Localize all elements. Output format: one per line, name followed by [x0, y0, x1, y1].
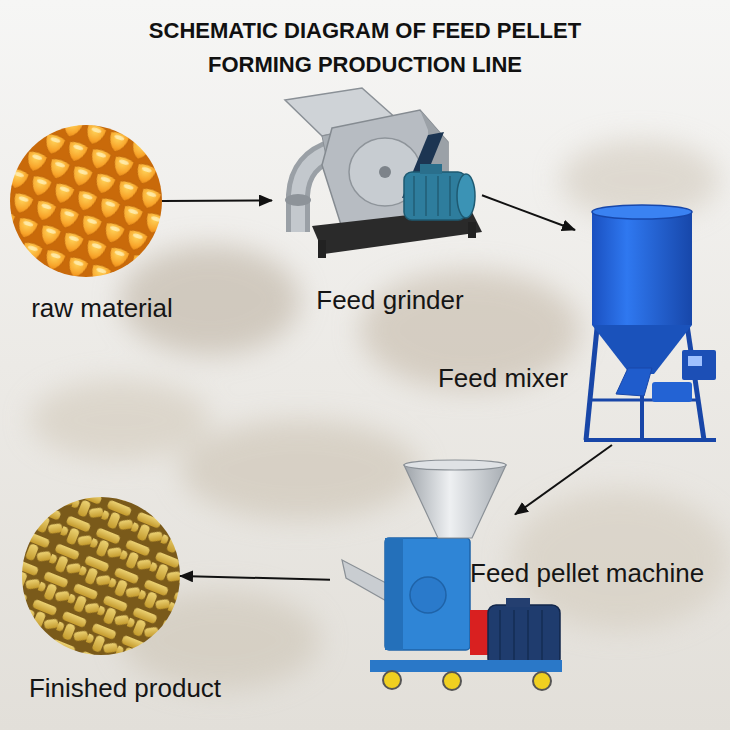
flow-arrow — [515, 445, 612, 515]
node-label: Feed grinder — [316, 284, 463, 316]
pellet-machine: Feed pellet machine — [330, 465, 515, 690]
raw-material-circle: raw material — [10, 125, 162, 277]
node-label: Feed pellet machine — [470, 557, 704, 589]
finished-product-circle: Finished product — [22, 497, 180, 655]
grinder-machine: Feed grinder — [272, 85, 482, 260]
flow-arrow — [162, 200, 272, 203]
node-label: raw material — [31, 292, 173, 324]
mixer-picture — [584, 205, 716, 440]
node-label: Feed mixer — [438, 362, 568, 394]
grinder-picture — [285, 88, 482, 258]
flow-arrow — [180, 576, 330, 580]
mixer-machine: Feed mixer — [575, 205, 720, 445]
flow-arrow — [482, 195, 575, 230]
node-label: Finished product — [29, 672, 221, 704]
corn-picture — [8, 123, 164, 279]
pellet-picture — [20, 495, 182, 657]
diagram-title: SCHEMATIC DIAGRAM OF FEED PELLET FORMING… — [125, 14, 605, 82]
